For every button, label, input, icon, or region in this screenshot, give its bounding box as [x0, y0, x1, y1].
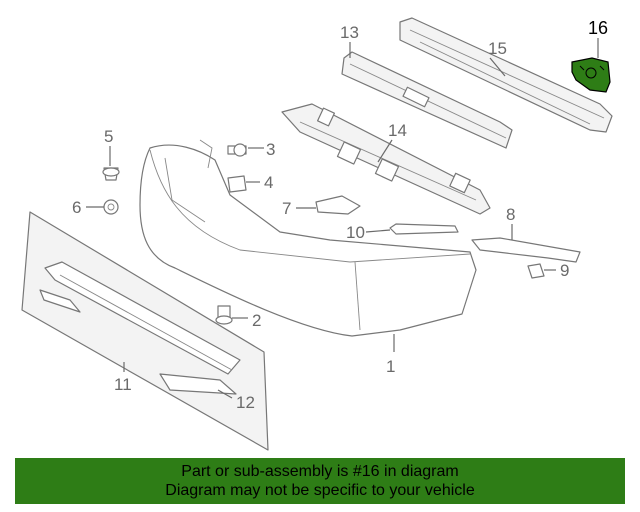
callout-3[interactable]: 3	[266, 140, 275, 159]
leader-lines	[86, 38, 599, 399]
part-15-reinforcement-beam[interactable]	[399, 17, 613, 133]
callout-5[interactable]: 5	[104, 127, 113, 146]
part-13-upper-retainer[interactable]	[341, 51, 513, 149]
callout-10[interactable]: 10	[346, 223, 365, 242]
callout-12[interactable]: 12	[236, 393, 255, 412]
part-7-bracket[interactable]	[315, 195, 361, 215]
part-8-side-bracket[interactable]	[471, 237, 581, 263]
callout-7[interactable]: 7	[282, 199, 291, 218]
part-6-grommet[interactable]	[103, 199, 119, 215]
part-3-bolt[interactable]	[227, 143, 247, 157]
callout-6[interactable]: 6	[72, 198, 81, 217]
banner-line-1: Part or sub-assembly is #16 in diagram	[181, 463, 459, 480]
exploded-parts-diagram: 1 2 3 4 5 6 7 8 9 10 11 12 13 14 15 16	[21, 17, 613, 451]
banner-line-2: Diagram may not be specific to your vehi…	[165, 482, 475, 499]
part-12-reflector[interactable]	[159, 373, 237, 395]
callout-13[interactable]: 13	[340, 23, 359, 42]
part-2-clip[interactable]	[215, 305, 233, 325]
callout-9[interactable]: 9	[560, 261, 569, 280]
part-9-screw[interactable]	[527, 263, 545, 279]
part-14-absorber[interactable]	[281, 103, 491, 215]
callout-14[interactable]: 14	[388, 121, 407, 140]
part-1-bumper-cover[interactable]	[139, 139, 477, 337]
callout-4[interactable]: 4	[264, 173, 273, 192]
callout-2[interactable]: 2	[252, 311, 261, 330]
callout-11[interactable]: 11	[114, 375, 132, 394]
part-5-screw[interactable]	[102, 167, 120, 181]
part-16-bracket[interactable]	[571, 57, 611, 93]
callout-16[interactable]: 16	[588, 18, 608, 38]
part-10-bracket[interactable]	[389, 223, 459, 235]
callout-15[interactable]: 15	[488, 39, 507, 58]
callout-numbers: 1 2 3 4 5 6 7 8 9 10 11 12 13 14 15 16	[72, 18, 608, 412]
info-banner: Part or sub-assembly is #16 in diagram D…	[15, 458, 625, 504]
callout-8[interactable]: 8	[506, 205, 515, 224]
part-4-nut[interactable]	[227, 175, 247, 193]
callout-1[interactable]: 1	[386, 357, 395, 376]
